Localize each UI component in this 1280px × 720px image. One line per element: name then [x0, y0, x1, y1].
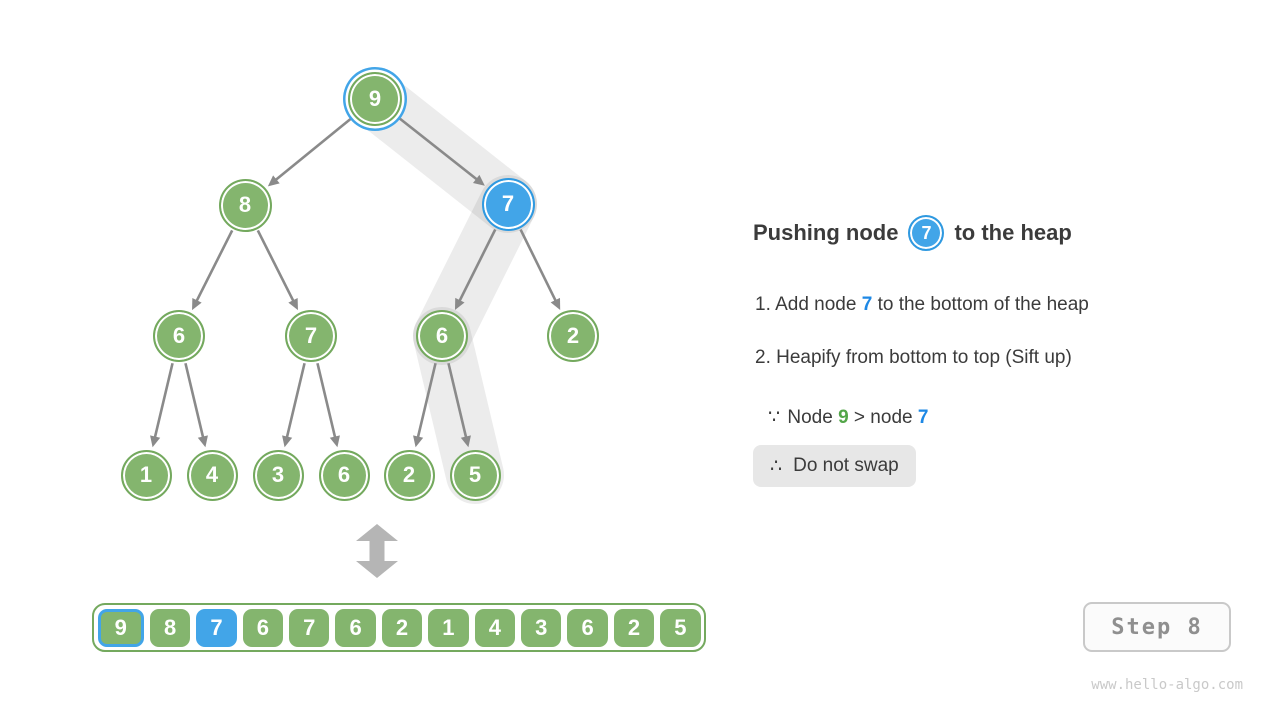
- sift-up-path-highlight: [346, 70, 537, 504]
- edge-arrowhead: [150, 435, 161, 448]
- text-segment: to the bottom of the heap: [872, 294, 1089, 315]
- edge-arrowhead: [267, 175, 280, 187]
- edge-arrowhead: [413, 435, 424, 448]
- tree-edge: [416, 362, 437, 440]
- array-cell-6: 6: [335, 608, 376, 647]
- tree-edge: [316, 362, 337, 440]
- tree-node-3: 3: [252, 449, 304, 501]
- because-symbol: ∵: [768, 407, 786, 428]
- tree-node-9: 9: [348, 72, 402, 126]
- array-cell-6: 6: [242, 608, 284, 647]
- inline-value-7: 7: [861, 294, 873, 315]
- array-cell-5: 5: [660, 608, 701, 647]
- title-suffix: to the heap: [954, 220, 1072, 245]
- tree-edge: [396, 115, 480, 182]
- tree-edge: [519, 228, 558, 304]
- step-number: 2.: [755, 347, 777, 368]
- conclusion-box: ∴ Do not swap: [753, 445, 916, 487]
- array-cell-1: 1: [428, 608, 469, 647]
- tree-node-4: 4: [186, 449, 238, 501]
- conclusion-text: Do not swap: [793, 455, 899, 476]
- array-cell-9: 9: [97, 608, 144, 647]
- tree-edge: [273, 116, 354, 183]
- tree-edges: [150, 115, 561, 448]
- tree-node-2: 2: [547, 310, 599, 362]
- step-1-text: 1. Add node 7 to the bottom of the heap: [755, 294, 1089, 316]
- edge-arrowhead: [472, 174, 485, 186]
- node-7-badge: 7: [908, 215, 945, 251]
- tree-node-6: 6: [318, 449, 370, 501]
- inline-value-7: 7: [917, 407, 929, 428]
- watermark-text: www.hello-algo.com: [1091, 677, 1243, 693]
- tree-edge: [184, 362, 205, 440]
- title-prefix: Pushing node: [753, 220, 899, 245]
- tree-edge: [153, 362, 174, 440]
- tree-edge: [457, 228, 497, 304]
- step-number: 1.: [755, 294, 776, 315]
- edge-arrowhead: [282, 435, 293, 448]
- step-counter-badge: Step 8: [1083, 602, 1231, 652]
- edge-arrowhead: [329, 435, 340, 448]
- therefore-symbol: ∴: [770, 455, 783, 477]
- tree-node-5: 5: [449, 449, 501, 501]
- array-cell-6: 6: [567, 608, 608, 647]
- edge-arrowhead: [454, 297, 465, 311]
- tree-node-8: 8: [218, 178, 272, 232]
- array-cell-2: 2: [381, 608, 423, 647]
- text-segment: Node: [787, 407, 839, 428]
- tree-node-7: 7: [481, 177, 535, 231]
- tree-node-2: 2: [383, 449, 435, 501]
- tree-edge: [285, 362, 306, 440]
- array-cell-7: 7: [196, 608, 237, 647]
- text-segment: > node: [848, 407, 918, 428]
- array-cell-4: 4: [474, 608, 516, 647]
- array-cell-7: 7: [289, 608, 330, 647]
- swap-arrow-icon: [356, 524, 398, 578]
- edge-arrowhead: [288, 297, 298, 311]
- tree-node-1: 1: [120, 449, 172, 501]
- tree-node-6: 6: [153, 310, 205, 362]
- panel-title: Pushing node 7 to the heap: [753, 211, 1072, 255]
- tree-edge: [194, 229, 234, 304]
- step-2-text: 2. Heapify from bottom to top (Sift up): [755, 347, 1072, 369]
- edge-arrowhead: [192, 297, 202, 311]
- edge-arrowhead: [550, 297, 561, 310]
- tree-edge: [256, 229, 296, 304]
- inline-value-9: 9: [838, 407, 849, 428]
- array-cell-3: 3: [521, 608, 562, 647]
- tree-node-6: 6: [416, 310, 468, 362]
- edge-arrowhead: [197, 435, 208, 448]
- text-segment: Add node: [775, 294, 862, 315]
- tree-edge: [447, 362, 468, 440]
- array-cell-2: 2: [613, 608, 655, 647]
- tree-node-7: 7: [285, 310, 337, 362]
- because-line: ∵ Node 9 > node 7: [768, 406, 928, 429]
- text-segment: Heapify from bottom to top (Sift up): [776, 347, 1072, 368]
- edge-arrowhead: [460, 435, 471, 448]
- array-cell-8: 8: [149, 608, 191, 647]
